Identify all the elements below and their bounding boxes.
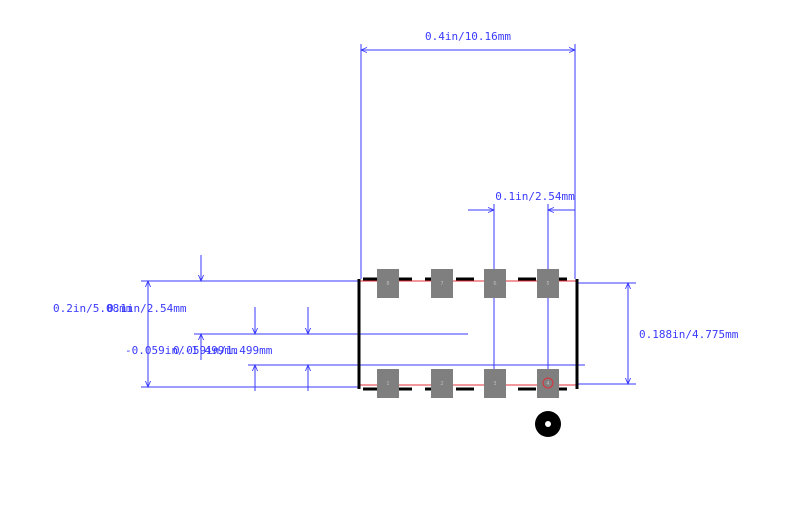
pad-gap-positive-label: 0.059in/1.499mm [173, 344, 273, 357]
pad [377, 269, 399, 298]
pad [484, 369, 506, 398]
pad-number: 1 [386, 381, 389, 387]
pad-number: 8 [386, 281, 389, 287]
pad-gap-negative-label: -0.059in/-1.499mm [125, 344, 238, 357]
pad-number: 2 [440, 381, 443, 387]
dimension-lines [141, 44, 636, 391]
pad [484, 269, 506, 298]
overall-width-label: 0.4in/10.16mm [425, 30, 511, 43]
pad-number: 4 [546, 381, 549, 387]
pin1-indicator-center [545, 421, 551, 427]
pitch-label: 0.1in/2.54mm [495, 190, 575, 203]
pad [537, 369, 559, 398]
pad-number: 5 [546, 281, 549, 287]
pad [537, 269, 559, 298]
pad-number: 6 [493, 281, 496, 287]
pad [377, 369, 399, 398]
pad-number: 7 [440, 281, 443, 287]
pad [431, 369, 453, 398]
pad [431, 269, 453, 298]
pad-row-top: 8 7 6 5 [377, 269, 559, 298]
pad-offset-label: 0.1in/2.54mm [107, 302, 187, 315]
row-spacing-label: 0.2in/5.08mm [53, 302, 133, 315]
body-height-label: 0.188in/4.775mm [639, 328, 739, 341]
pad-row-bottom: 1 2 3 4 [377, 369, 559, 398]
pad-number: 3 [493, 381, 496, 387]
pin1-origin-circle [542, 377, 554, 389]
